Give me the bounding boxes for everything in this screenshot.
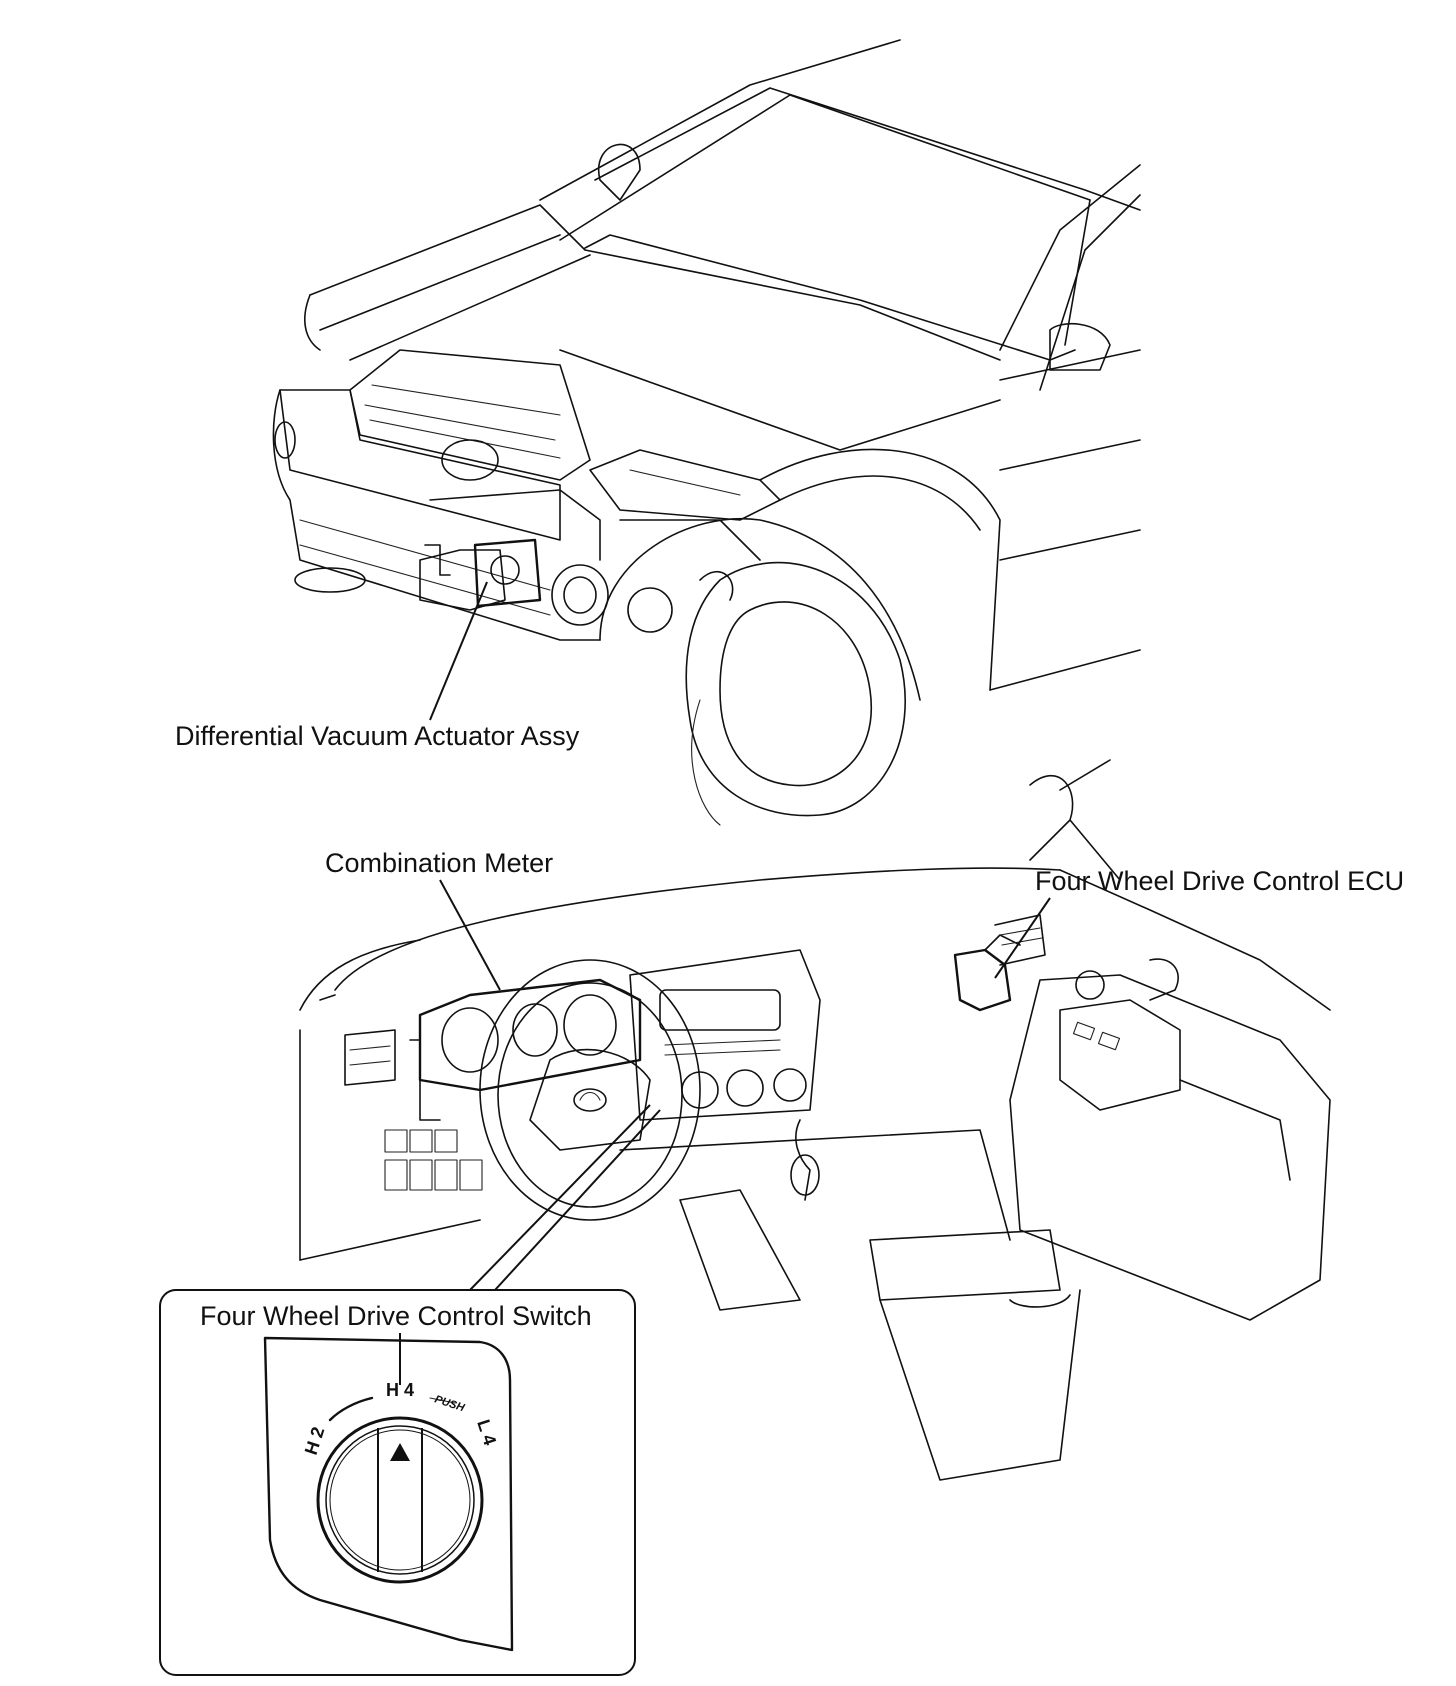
- switch-panel: [263, 1336, 514, 1652]
- position-pointer-icon: [390, 1443, 410, 1461]
- four-wd-switch-label: Four Wheel Drive Control Switch: [200, 1301, 592, 1331]
- four-wd-switch-inset: Four Wheel Drive Control Switch H 4 H 2 …: [159, 1289, 636, 1676]
- four-wd-ecu-leader-line: [994, 897, 1051, 979]
- combination-meter-leader-line: [439, 879, 501, 991]
- four-wd-ecu-label: Four Wheel Drive Control ECU: [1035, 866, 1404, 896]
- switch-leader-line-right: [494, 1109, 661, 1291]
- differential-actuator-leader-line: [429, 581, 488, 721]
- dashboard-illustration: [299, 759, 1331, 1481]
- differential-actuator-label: Differential Vacuum Actuator Assy: [175, 721, 580, 751]
- switch-leader-line-left: [469, 1104, 651, 1291]
- switch-knob[interactable]: [316, 1416, 484, 1584]
- combination-meter-label: Combination Meter: [325, 848, 553, 878]
- truck-illustration: [272, 39, 1141, 826]
- switch-position-h4: H 4: [386, 1380, 414, 1400]
